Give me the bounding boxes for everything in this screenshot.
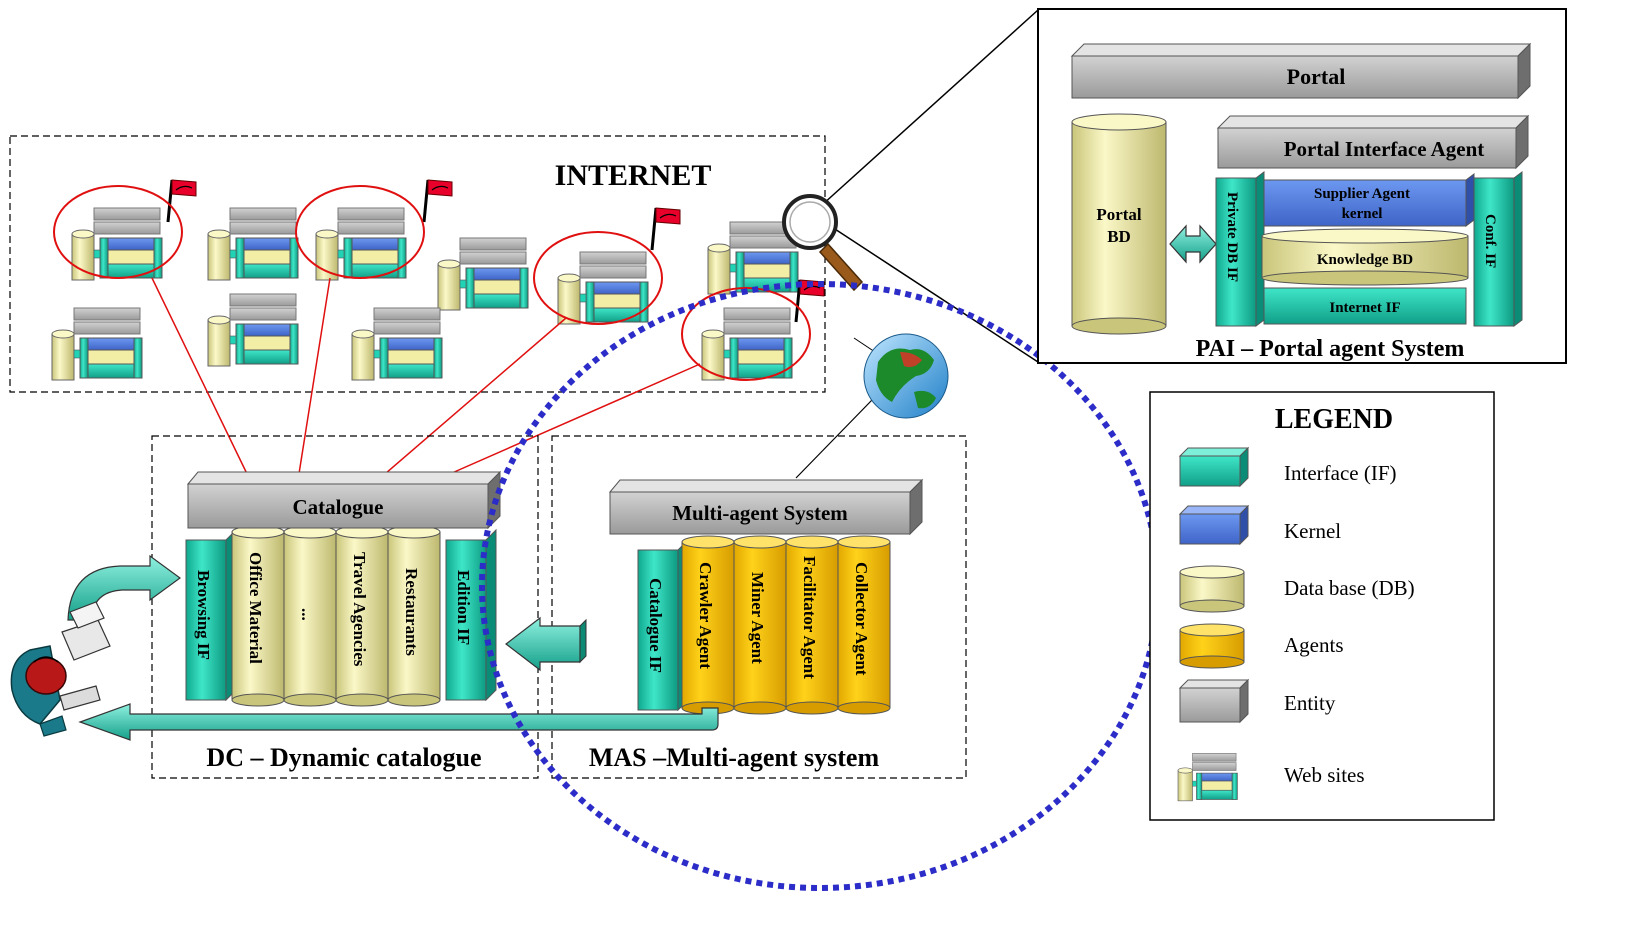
internet-title: INTERNET bbox=[555, 159, 712, 192]
browsing-if-label: Browsing IF bbox=[194, 570, 213, 660]
edition-if bbox=[445, 539, 487, 701]
flag-icon bbox=[650, 206, 682, 252]
catalogue-if bbox=[637, 549, 679, 711]
link-line bbox=[151, 277, 251, 481]
portal-bar: Portal bbox=[1070, 42, 1532, 100]
category-label: Restaurants bbox=[402, 568, 421, 656]
result-return-arrow bbox=[78, 703, 719, 741]
pai-title: PAI – Portal agent System bbox=[1196, 336, 1465, 362]
portal-label: Portal bbox=[1287, 64, 1346, 89]
conf-if-label: Conf. IF bbox=[1482, 214, 1498, 268]
pai-panel: Portal Portal BD Portal Interface Agent … bbox=[1037, 8, 1567, 364]
catalogue-label: Catalogue bbox=[293, 495, 384, 519]
category-label: Travel Agencies bbox=[350, 552, 369, 667]
magnifier-icon bbox=[782, 9, 1039, 363]
conf-if bbox=[1473, 177, 1515, 327]
flag-icon bbox=[422, 178, 454, 224]
portal-bd-label: BD bbox=[1107, 227, 1131, 246]
multi-agent-system-label: Multi-agent System bbox=[672, 501, 848, 525]
website-icon bbox=[351, 307, 443, 381]
catalogue-if-label: Catalogue IF bbox=[646, 578, 665, 673]
category-label: ... bbox=[298, 608, 317, 621]
globe-icon bbox=[795, 333, 949, 479]
mas-to-dc-arrow bbox=[505, 616, 587, 672]
legend-label: Web sites bbox=[1284, 763, 1365, 787]
supplier-kernel-label: kernel bbox=[1342, 206, 1383, 222]
agent-cylinder: Miner Agent bbox=[733, 535, 787, 715]
category-db: Travel Agencies bbox=[335, 525, 389, 707]
knowledge-bd: Knowledge BD bbox=[1261, 228, 1469, 286]
private-db-if bbox=[1215, 177, 1257, 327]
legend-title: LEGEND bbox=[1275, 404, 1393, 435]
legend-label: Kernel bbox=[1284, 519, 1341, 543]
mas-region: Catalogue IF Crawler Agent Miner Agent F… bbox=[551, 435, 967, 779]
agent-cylinder: Collector Agent bbox=[837, 535, 891, 715]
catalogue-bar: Catalogue bbox=[186, 470, 502, 530]
category-db: Restaurants bbox=[387, 525, 441, 707]
agent-label: Collector Agent bbox=[852, 562, 871, 676]
agent-label: Facilitator Agent bbox=[800, 556, 819, 679]
link-line bbox=[297, 277, 331, 481]
legend-label: Interface (IF) bbox=[1284, 461, 1397, 485]
entity-icon bbox=[1178, 678, 1250, 724]
internet-if: Internet IF bbox=[1263, 287, 1467, 325]
selection-ring bbox=[533, 231, 663, 325]
dc-region: Browsing IF Edition IF Office Material .… bbox=[151, 435, 539, 779]
knowledge-bd-label: Knowledge BD bbox=[1317, 252, 1413, 268]
dc-frame bbox=[151, 435, 539, 779]
dc-title: DC – Dynamic catalogue bbox=[206, 743, 481, 772]
internet-frame bbox=[9, 135, 826, 393]
legend-label: Data base (DB) bbox=[1284, 576, 1415, 600]
selection-ring bbox=[53, 185, 183, 279]
kernel-icon bbox=[1178, 504, 1250, 546]
agent-label: Miner Agent bbox=[748, 572, 767, 664]
website-icon bbox=[71, 207, 163, 281]
category-label: Office Material bbox=[246, 552, 265, 664]
user-icon bbox=[10, 601, 111, 737]
website-icon bbox=[701, 307, 793, 381]
mas-title: MAS –Multi-agent system bbox=[589, 743, 880, 772]
mas-frame bbox=[551, 435, 967, 779]
agent-icon bbox=[1179, 623, 1245, 669]
private-db-if-label: Private DB IF bbox=[1224, 192, 1240, 282]
portal-bd-cylinder: Portal BD bbox=[1071, 113, 1167, 335]
browsing-if bbox=[185, 539, 227, 701]
supplier-kernel: Supplier Agent kernel bbox=[1263, 173, 1475, 227]
link-line bbox=[435, 363, 701, 481]
website-icon bbox=[437, 237, 529, 311]
selection-ring bbox=[295, 185, 425, 279]
flag-icon bbox=[166, 178, 198, 224]
supplier-kernel-label: Supplier Agent bbox=[1314, 186, 1410, 202]
website-icon bbox=[315, 207, 407, 281]
legend-label: Entity bbox=[1284, 691, 1336, 715]
category-db: ... bbox=[283, 525, 337, 707]
internet-if-label: Internet IF bbox=[1329, 300, 1400, 316]
edition-if-label: Edition IF bbox=[454, 570, 473, 645]
interface-icon bbox=[1178, 446, 1250, 488]
category-db: Office Material bbox=[231, 525, 285, 707]
website-icon bbox=[207, 207, 299, 281]
agent-cylinder: Crawler Agent bbox=[681, 535, 735, 715]
website-icon bbox=[207, 293, 299, 367]
selection-ring bbox=[681, 287, 811, 381]
portal-bd-label: Portal bbox=[1096, 205, 1142, 224]
portal-interface-agent-bar: Portal Interface Agent bbox=[1216, 114, 1530, 170]
internet-region: INTERNET bbox=[9, 135, 826, 481]
legend: LEGEND Interface (IF) Kernel Data base (… bbox=[1149, 391, 1495, 821]
legend-label: Agents bbox=[1284, 633, 1344, 657]
agent-cylinder: Facilitator Agent bbox=[785, 535, 839, 715]
agent-label: Crawler Agent bbox=[696, 562, 715, 669]
multi-agent-system-bar: Multi-agent System bbox=[608, 478, 924, 536]
database-icon bbox=[1179, 565, 1245, 613]
website-icon bbox=[557, 251, 649, 325]
website-icon bbox=[51, 307, 143, 381]
link-line bbox=[377, 317, 567, 481]
portal-interface-agent-label: Portal Interface Agent bbox=[1284, 137, 1485, 161]
